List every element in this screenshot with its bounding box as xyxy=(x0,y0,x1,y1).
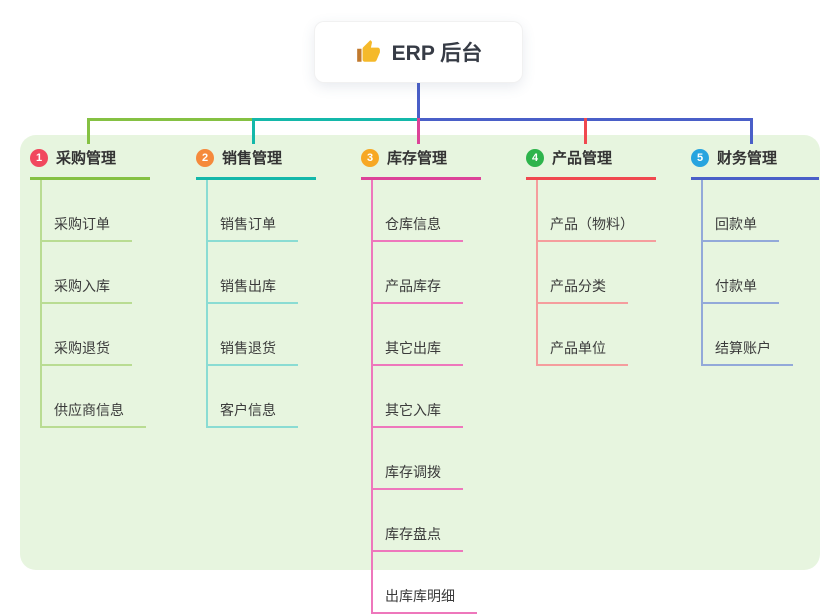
root-title: ERP 后台 xyxy=(391,42,483,65)
child-node[interactable]: 产品（物料） xyxy=(536,180,656,242)
branch-column: 1 采购管理采购订单采购入库采购退货供应商信息 xyxy=(30,147,150,428)
branch-drop-line xyxy=(87,118,90,144)
children-spine-line xyxy=(701,180,703,366)
branch-column: 3 库存管理仓库信息产品库存其它出库其它入库库存调拨库存盘点出库库明细 xyxy=(361,147,481,614)
branch-number-badge: 1 xyxy=(30,148,48,167)
child-node[interactable]: 产品单位 xyxy=(536,304,628,366)
branch-number-badge: 4 xyxy=(526,148,544,167)
branch-node-5[interactable]: 5 财务管理 xyxy=(691,147,819,180)
child-node[interactable]: 客户信息 xyxy=(206,366,298,428)
branch-label: 销售管理 xyxy=(222,150,283,167)
branch-node-1[interactable]: 1 采购管理 xyxy=(30,147,150,180)
child-node[interactable]: 库存调拨 xyxy=(371,428,463,490)
branch-number-badge: 5 xyxy=(691,148,709,167)
child-node[interactable]: 出库库明细 xyxy=(371,552,477,614)
child-node[interactable]: 结算账户 xyxy=(701,304,793,366)
root-connector-line xyxy=(417,82,420,118)
thumbs-up-icon xyxy=(356,40,380,62)
child-node[interactable]: 产品库存 xyxy=(371,242,463,304)
child-node[interactable]: 其它入库 xyxy=(371,366,463,428)
branches-panel xyxy=(20,135,820,570)
branch-children: 销售订单销售出库销售退货客户信息 xyxy=(206,180,316,428)
children-spine-line xyxy=(371,180,373,614)
connector-rail-segment xyxy=(253,118,417,121)
child-node[interactable]: 供应商信息 xyxy=(40,366,146,428)
branch-label: 采购管理 xyxy=(56,150,117,167)
branch-node-2[interactable]: 2 销售管理 xyxy=(196,147,316,180)
branch-node-4[interactable]: 4 产品管理 xyxy=(526,147,656,180)
branch-label: 财务管理 xyxy=(717,150,778,167)
branch-column: 4 产品管理产品（物料）产品分类产品单位 xyxy=(526,147,656,366)
child-node[interactable]: 其它出库 xyxy=(371,304,463,366)
child-node[interactable]: 销售订单 xyxy=(206,180,298,242)
branch-children: 仓库信息产品库存其它出库其它入库库存调拨库存盘点出库库明细 xyxy=(371,180,481,614)
children-spine-line xyxy=(40,180,42,428)
child-node[interactable]: 销售退货 xyxy=(206,304,298,366)
child-node[interactable]: 仓库信息 xyxy=(371,180,463,242)
child-node[interactable]: 产品分类 xyxy=(536,242,628,304)
child-node[interactable]: 回款单 xyxy=(701,180,779,242)
branch-children: 回款单付款单结算账户 xyxy=(701,180,819,366)
child-node[interactable]: 采购订单 xyxy=(40,180,132,242)
branch-number-badge: 2 xyxy=(196,148,214,167)
branch-column: 2 销售管理销售订单销售出库销售退货客户信息 xyxy=(196,147,316,428)
branch-children: 产品（物料）产品分类产品单位 xyxy=(536,180,656,366)
branch-children: 采购订单采购入库采购退货供应商信息 xyxy=(40,180,150,428)
child-node[interactable]: 库存盘点 xyxy=(371,490,463,552)
connector-rail-segment xyxy=(87,118,253,121)
root-node[interactable]: ERP 后台 xyxy=(315,22,522,82)
child-node[interactable]: 付款单 xyxy=(701,242,779,304)
child-node[interactable]: 销售出库 xyxy=(206,242,298,304)
branch-label: 库存管理 xyxy=(387,150,448,167)
branch-node-3[interactable]: 3 库存管理 xyxy=(361,147,481,180)
branch-drop-line xyxy=(584,118,587,144)
child-node[interactable]: 采购退货 xyxy=(40,304,132,366)
branch-column: 5 财务管理回款单付款单结算账户 xyxy=(691,147,819,366)
child-node[interactable]: 采购入库 xyxy=(40,242,132,304)
children-spine-line xyxy=(536,180,538,366)
branch-drop-line xyxy=(750,118,753,144)
branch-drop-line xyxy=(417,118,420,144)
branch-drop-line xyxy=(252,118,255,144)
branch-number-badge: 3 xyxy=(361,148,379,167)
children-spine-line xyxy=(206,180,208,428)
branch-label: 产品管理 xyxy=(552,150,613,167)
